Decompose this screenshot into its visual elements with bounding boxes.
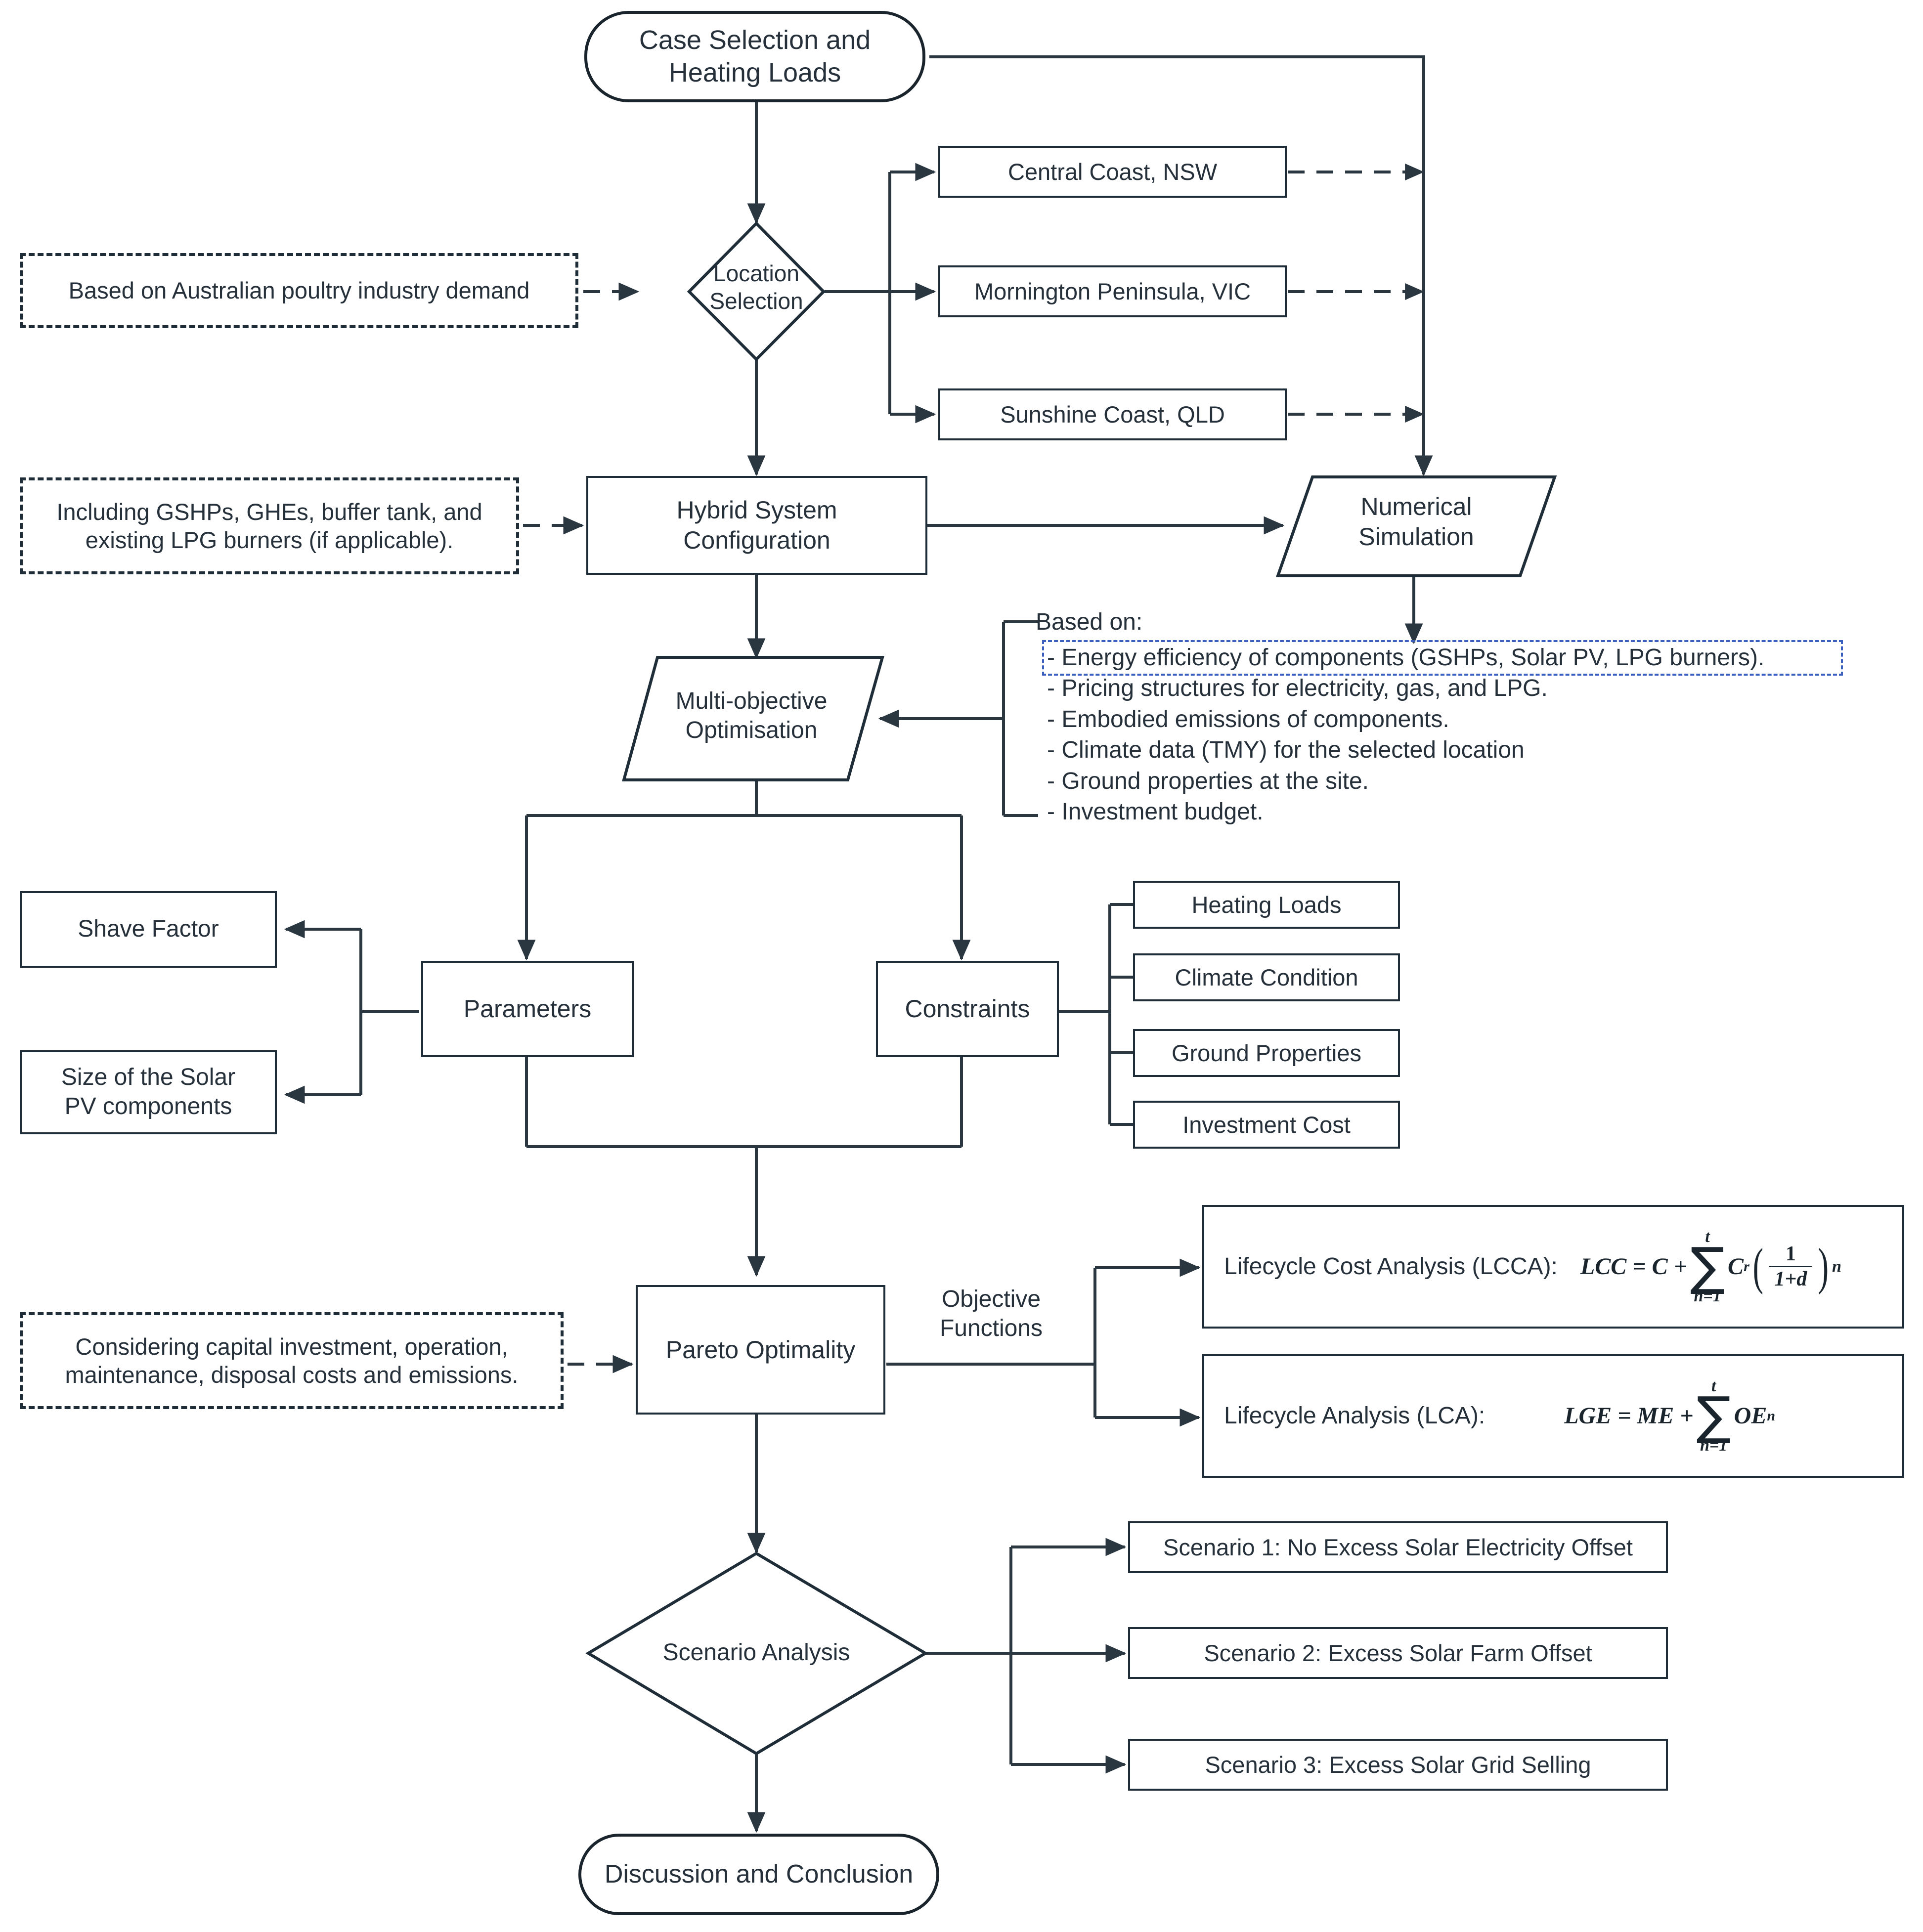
parameters-node[interactable]: Parameters <box>421 961 634 1057</box>
lca-sum-upper: t <box>1711 1377 1716 1396</box>
lcca-summation: t ∑ n=1 <box>1690 1229 1725 1304</box>
location-selection-line2: Selection <box>709 288 803 314</box>
constraints-node-label: Constraints <box>905 995 1030 1023</box>
constraint-item-climate-condition-label: Climate Condition <box>1175 964 1358 990</box>
location-selection-node[interactable]: Location Selection <box>682 259 830 315</box>
lca-term: OE <box>1734 1402 1767 1429</box>
note-hybrid-components: Including GSHPs, GHEs, buffer tank, and … <box>20 477 519 574</box>
lca-sum-lower: n=1 <box>1700 1436 1728 1455</box>
constraints-node[interactable]: Constraints <box>876 961 1059 1057</box>
lcca-formula-lhs: LCC = C + <box>1580 1253 1687 1280</box>
pareto-optimality-node[interactable]: Pareto Optimality <box>636 1285 885 1415</box>
location-box-mornington-peninsula[interactable]: Mornington Peninsula, VIC <box>938 265 1287 317</box>
lca-box[interactable]: Lifecycle Analysis (LCA): LGE = ME + t ∑… <box>1202 1354 1904 1478</box>
lcca-term: C <box>1728 1253 1744 1280</box>
lca-summation: t ∑ n=1 <box>1697 1378 1731 1454</box>
lca-term-sub: n <box>1767 1407 1776 1424</box>
multi-objective-optimisation-node[interactable]: Multi-objective Optimisation <box>633 687 870 745</box>
scenario-box-1-label: Scenario 1: No Excess Solar Electricity … <box>1163 1534 1633 1560</box>
lcca-sum-upper: t <box>1705 1228 1710 1246</box>
note-pareto-costs-line2: maintenance, disposal costs and emission… <box>65 1362 519 1388</box>
parameter-item-solar-pv-size-line2: PV components <box>64 1093 232 1119</box>
lcca-power: n <box>1832 1257 1841 1276</box>
based-on-item-5[interactable]: - Ground properties at the site. <box>1047 768 1369 794</box>
location-box-central-coast-label: Central Coast, NSW <box>1007 158 1218 185</box>
lcca-term-sub: r <box>1744 1258 1749 1275</box>
scenario-box-2[interactable]: Scenario 2: Excess Solar Farm Offset <box>1128 1627 1668 1679</box>
based-on-heading-text: Based on: <box>1036 609 1143 635</box>
constraint-item-investment-cost[interactable]: Investment Cost <box>1133 1101 1400 1149</box>
constraint-item-climate-condition[interactable]: Climate Condition <box>1133 953 1400 1001</box>
hybrid-system-configuration-node[interactable]: Hybrid System Configuration <box>586 476 927 575</box>
lcca-frac-numerator: 1 <box>1785 1243 1796 1266</box>
based-on-item-1-selection-outline <box>1042 640 1843 676</box>
location-box-central-coast[interactable]: Central Coast, NSW <box>938 146 1287 198</box>
based-on-item-6[interactable]: - Investment budget. <box>1047 798 1264 825</box>
lcca-label: Lifecycle Cost Analysis (LCCA): <box>1224 1253 1558 1280</box>
multi-objective-line1: Multi-objective <box>675 688 828 714</box>
start-node-line1: Case Selection and <box>639 25 871 55</box>
lcca-frac-denominator: 1+d <box>1769 1266 1812 1290</box>
lcca-box[interactable]: Lifecycle Cost Analysis (LCCA): LCC = C … <box>1202 1205 1904 1329</box>
lcca-fraction: 1 1+d <box>1769 1243 1812 1290</box>
note-hybrid-components-line1: Including GSHPs, GHEs, buffer tank, and <box>56 498 482 525</box>
scenario-box-3[interactable]: Scenario 3: Excess Solar Grid Selling <box>1128 1739 1668 1791</box>
based-on-list: - Energy efficiency of components (GSHPs… <box>1047 643 1764 827</box>
start-node-line2: Heating Loads <box>668 57 841 87</box>
constraint-item-investment-cost-label: Investment Cost <box>1182 1111 1351 1138</box>
constraint-item-heating-loads-label: Heating Loads <box>1191 891 1342 918</box>
numerical-simulation-node[interactable]: Numerical Simulation <box>1290 492 1542 552</box>
constraint-item-heating-loads[interactable]: Heating Loads <box>1133 881 1400 929</box>
end-node[interactable]: Discussion and Conclusion <box>578 1834 939 1915</box>
note-poultry-demand: Based on Australian poultry industry dem… <box>20 253 578 328</box>
constraint-item-ground-properties-label: Ground Properties <box>1171 1039 1362 1066</box>
lcca-paren-close: ) <box>1818 1238 1829 1295</box>
numerical-simulation-line1: Numerical <box>1360 493 1472 520</box>
lca-sigma-icon: ∑ <box>1696 1385 1731 1446</box>
note-pareto-costs: Considering capital investment, operatio… <box>20 1312 564 1409</box>
lcca-sum-lower: n=1 <box>1694 1287 1721 1305</box>
hybrid-system-configuration-line1: Hybrid System <box>676 496 837 524</box>
multi-objective-line2: Optimisation <box>685 717 818 743</box>
objective-functions-line1: Objective <box>941 1286 1041 1312</box>
parameter-item-solar-pv-size[interactable]: Size of the Solar PV components <box>20 1050 277 1134</box>
lcca-sigma-icon: ∑ <box>1690 1236 1725 1297</box>
scenario-analysis-label: Scenario Analysis <box>662 1639 850 1666</box>
scenario-analysis-node[interactable]: Scenario Analysis <box>633 1638 880 1668</box>
lcca-paren-open: ( <box>1752 1238 1763 1295</box>
note-pareto-costs-line1: Considering capital investment, operatio… <box>75 1333 508 1360</box>
parameter-item-solar-pv-size-line1: Size of the Solar <box>61 1064 236 1091</box>
scenario-box-3-label: Scenario 3: Excess Solar Grid Selling <box>1205 1751 1591 1778</box>
note-poultry-demand-text: Based on Australian poultry industry dem… <box>68 277 530 304</box>
scenario-box-1[interactable]: Scenario 1: No Excess Solar Electricity … <box>1128 1521 1668 1573</box>
location-selection-line1: Location <box>713 260 799 286</box>
end-node-label: Discussion and Conclusion <box>604 1859 914 1889</box>
lca-formula-lhs: LGE = ME + <box>1564 1402 1694 1429</box>
note-hybrid-components-line2: existing LPG burners (if applicable). <box>85 527 454 553</box>
based-on-item-3[interactable]: - Embodied emissions of components. <box>1047 706 1449 732</box>
location-box-sunshine-coast[interactable]: Sunshine Coast, QLD <box>938 388 1287 440</box>
based-on-heading: Based on: <box>1036 607 1142 638</box>
constraint-item-ground-properties[interactable]: Ground Properties <box>1133 1029 1400 1077</box>
based-on-item-1[interactable]: - Energy efficiency of components (GSHPs… <box>1047 644 1765 671</box>
pareto-optimality-label: Pareto Optimality <box>665 1335 856 1364</box>
parameter-item-shave-factor[interactable]: Shave Factor <box>20 891 277 968</box>
parameter-item-shave-factor-label: Shave Factor <box>78 916 219 943</box>
parameters-node-label: Parameters <box>463 995 592 1023</box>
scenario-box-2-label: Scenario 2: Excess Solar Farm Offset <box>1204 1639 1592 1666</box>
location-box-sunshine-coast-label: Sunshine Coast, QLD <box>1000 401 1225 428</box>
numerical-simulation-line2: Simulation <box>1358 523 1474 551</box>
objective-functions-label: Objective Functions <box>905 1285 1078 1343</box>
hybrid-system-configuration-line2: Configuration <box>683 526 830 554</box>
location-box-mornington-peninsula-label: Mornington Peninsula, VIC <box>974 278 1251 304</box>
start-node[interactable]: Case Selection and Heating Loads <box>584 11 925 102</box>
based-on-item-4[interactable]: - Climate data (TMY) for the selected lo… <box>1047 737 1525 764</box>
objective-functions-line2: Functions <box>939 1315 1043 1341</box>
based-on-item-2[interactable]: - Pricing structures for electricity, ga… <box>1047 675 1548 702</box>
lca-label: Lifecycle Analysis (LCA): <box>1224 1402 1486 1429</box>
